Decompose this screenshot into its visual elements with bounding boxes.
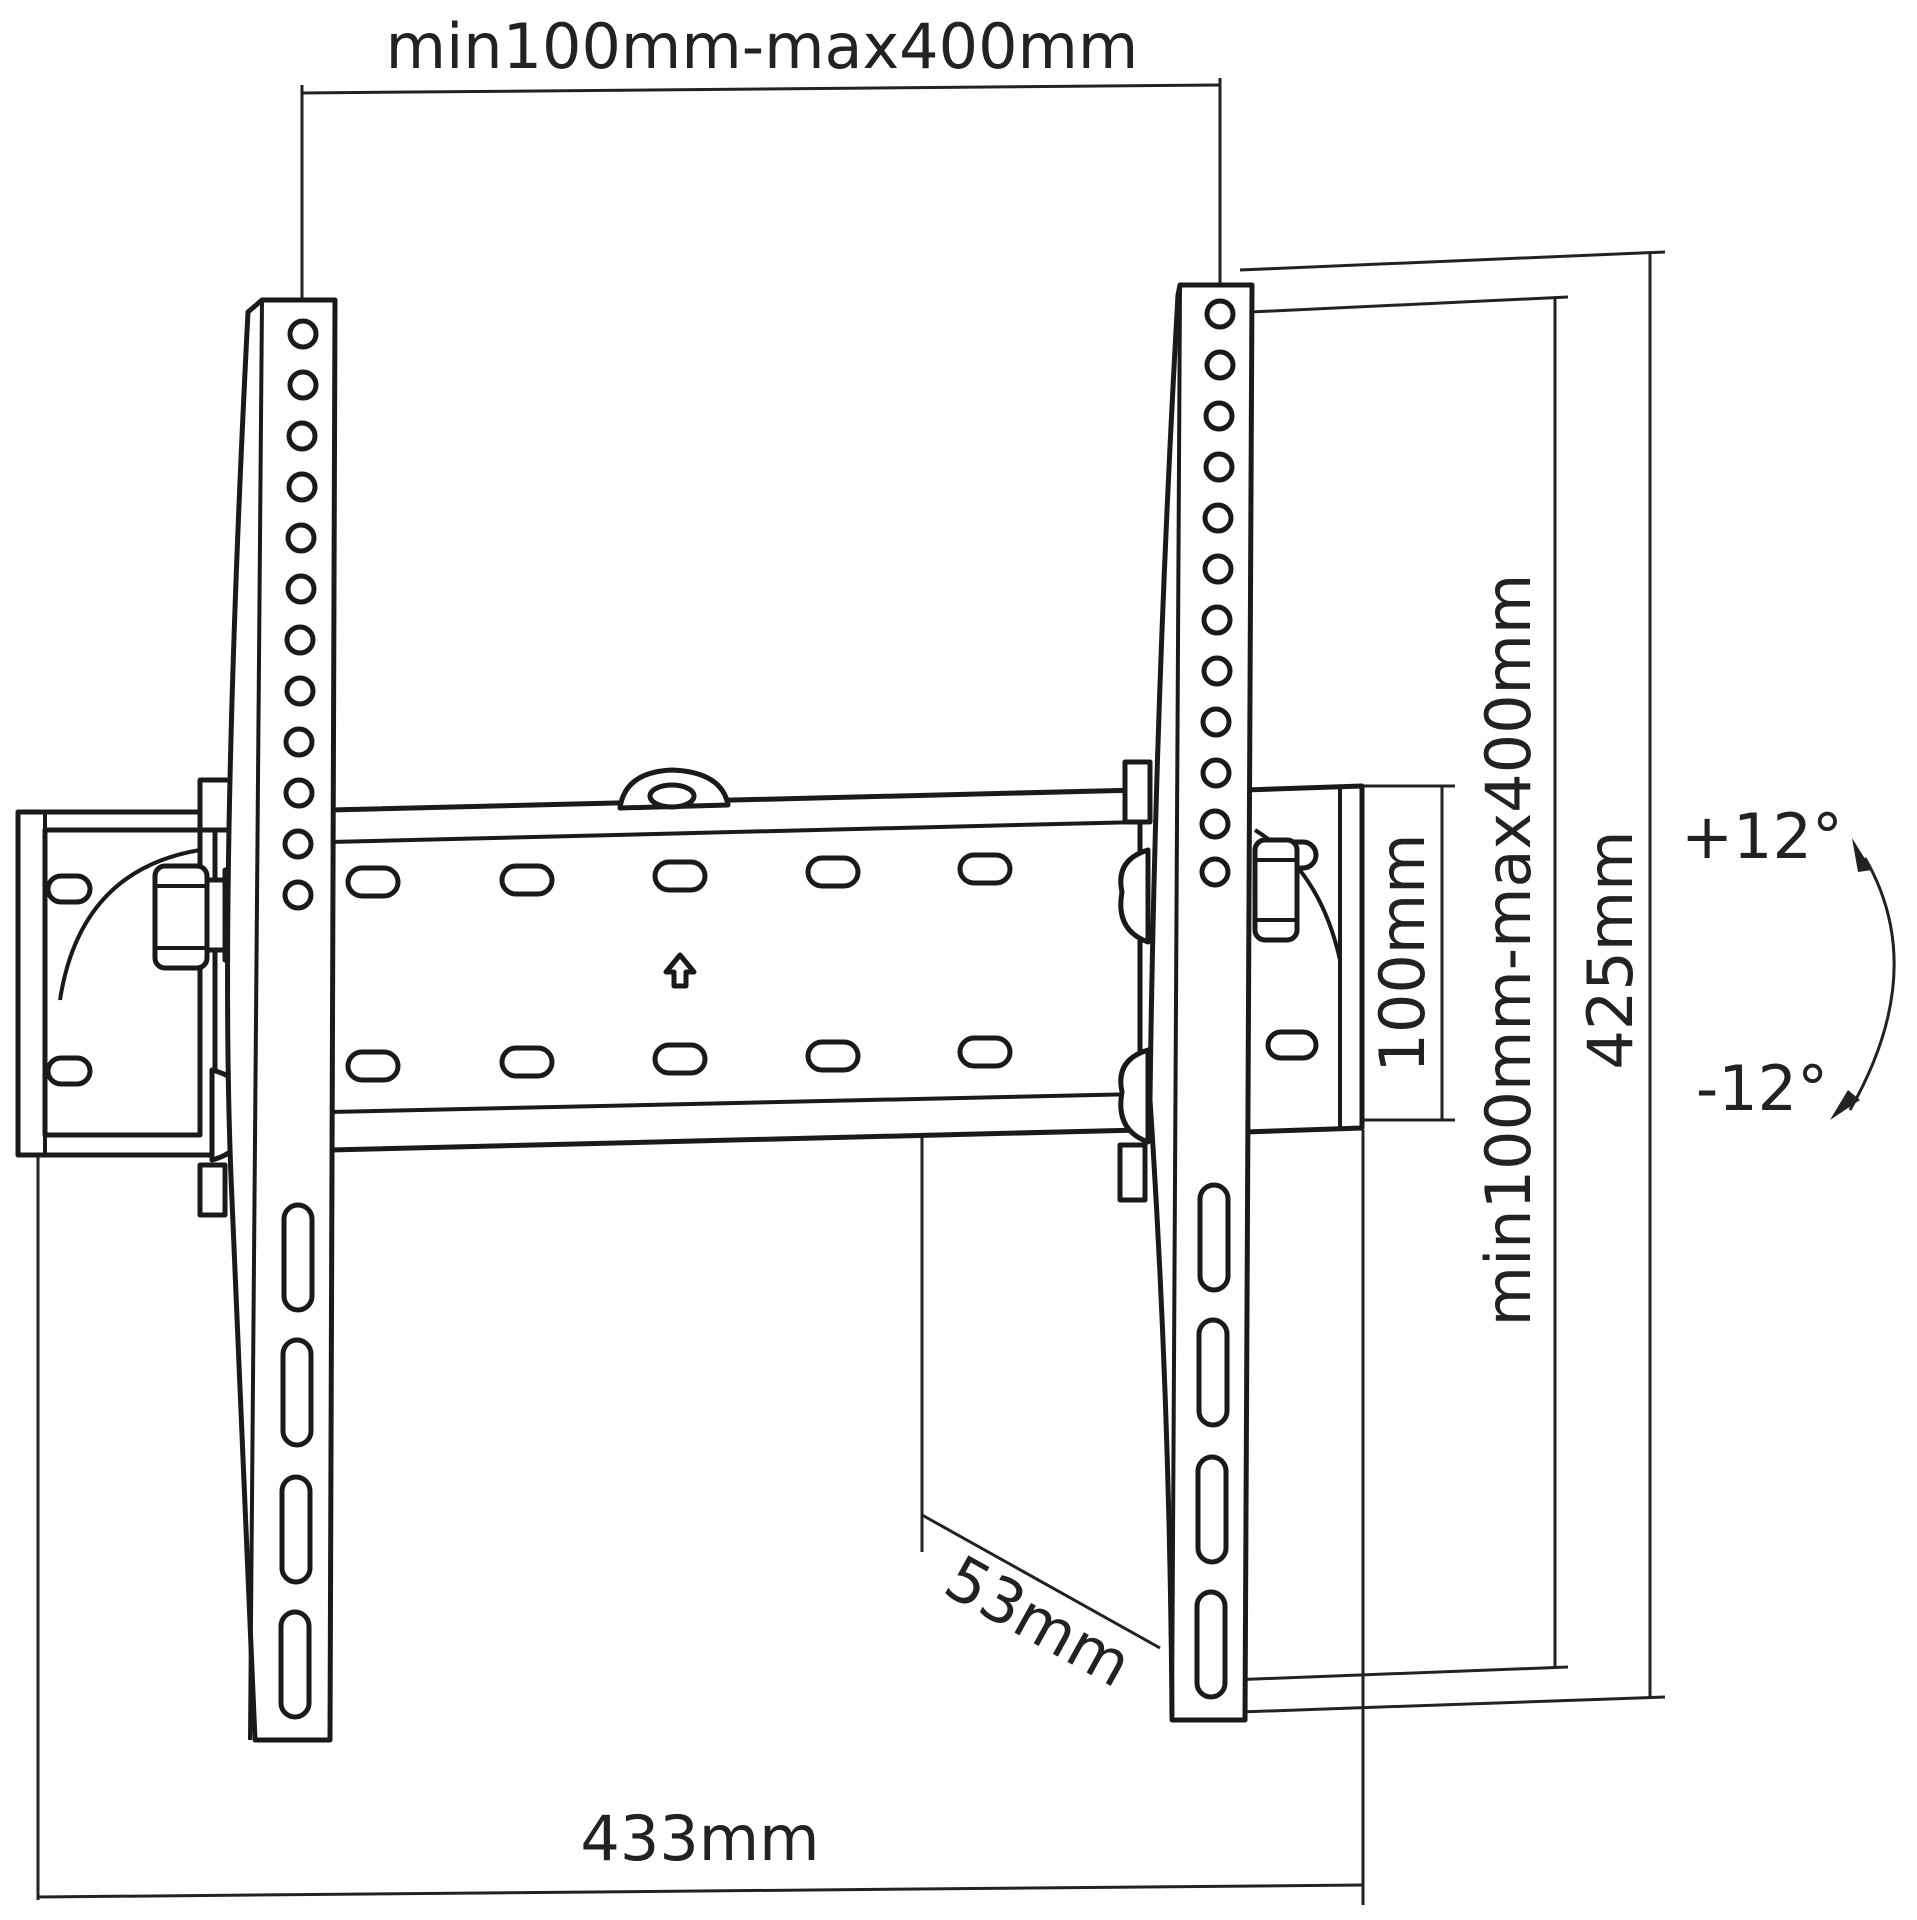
tilt-down-label: -12° [1696,1052,1828,1125]
plate-height-label: 100mm [1366,833,1439,1072]
left-vertical-arm [225,297,338,1743]
dimension-lines [36,78,1666,1905]
top-width-label: min100mm-max400mm [386,10,1139,83]
right-tilt-knobs [1117,759,1300,1203]
right-vertical-arm [1147,282,1255,1723]
tilt-up-label: +12° [1681,800,1843,873]
total-width-label: 433mm [580,1802,819,1875]
depth-label: 53mm [933,1541,1143,1702]
curved-double-arrow-icon [1830,838,1896,1120]
total-height-label: 425mm [1574,830,1647,1069]
vertical-pattern-label: min100mm-max400mm [1472,574,1545,1327]
up-arrow-icon [663,952,697,989]
dimension-labels: min100mm-max400mm 100mm min100mm-max400m… [386,10,1843,1875]
